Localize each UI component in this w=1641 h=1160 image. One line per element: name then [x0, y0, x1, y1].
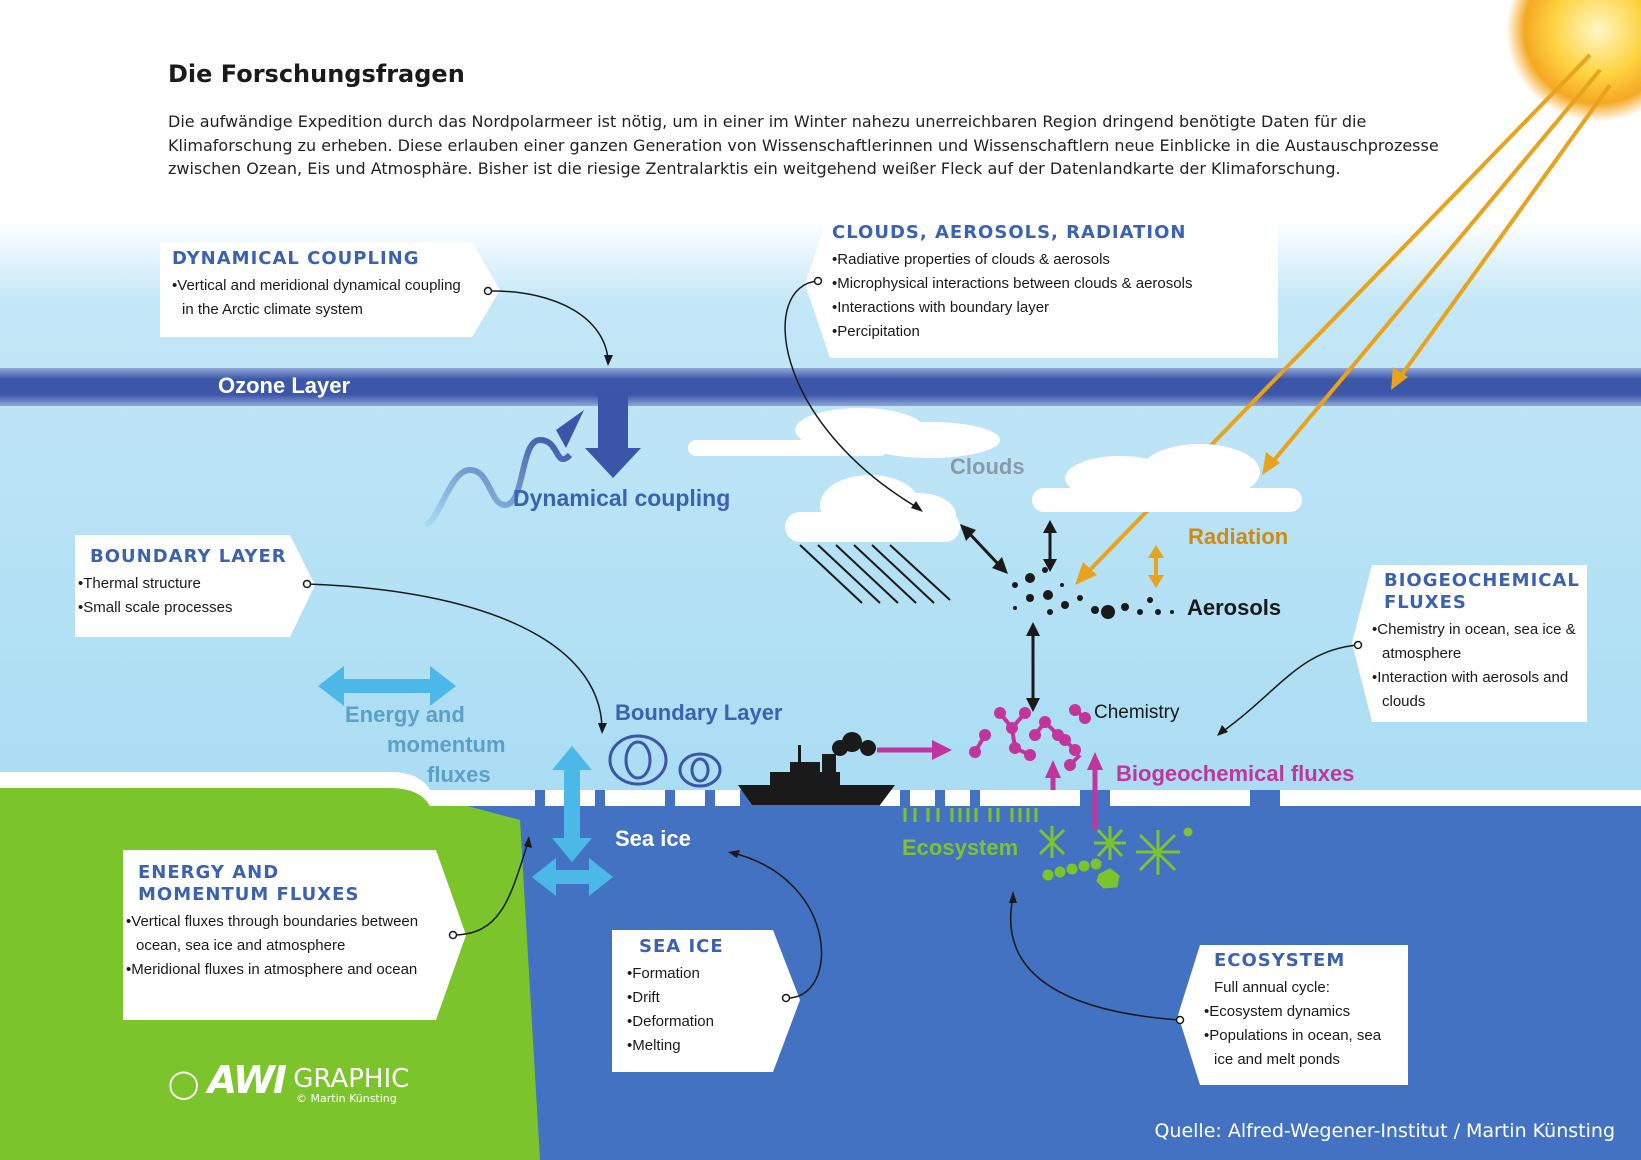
interaction-arrows [960, 520, 1057, 712]
box-title-line2: MOMENTUM FLUXES [138, 884, 360, 905]
box-title: CLOUDS, AEROSOLS, RADIATION [832, 222, 1187, 243]
wave-arrowhead [556, 410, 584, 448]
globe-icon: ◯ [168, 1067, 200, 1100]
page-title: Die Forschungsfragen [168, 60, 465, 88]
logo-word: GRAPHIC [293, 1064, 410, 1094]
box-item: Ecosystem dynamics [1204, 1000, 1404, 1024]
box-item: Formation [627, 962, 777, 986]
box-item: Deformation [627, 1010, 777, 1034]
energy-label-line2: momentum [387, 732, 506, 757]
box-item: Small scale processes [78, 596, 288, 620]
box-item: Vertical and meridional dynamical coupli… [172, 274, 472, 322]
aerosol-dots [1012, 567, 1174, 619]
eddy-icons [608, 734, 722, 788]
molecule-icons [969, 704, 1091, 771]
box-title-line1: BIOGEOCHEMICAL [1384, 570, 1580, 591]
dynamical-coupling-label: Dynamical coupling [513, 485, 731, 511]
box-item: Populations in ocean, sea ice and melt p… [1204, 1024, 1404, 1072]
box-item: Percipitation [832, 320, 1272, 344]
biogeochemical-label: Biogeochemical fluxes [1116, 761, 1355, 786]
biogeochemical-arrows [877, 740, 1103, 830]
boundary-layer-box: BOUNDARY LAYER Thermal structure Small s… [78, 546, 288, 620]
chemistry-label: Chemistry [1094, 702, 1180, 723]
ecosystem-box: ECOSYSTEM Full annual cycle: Ecosystem d… [1204, 950, 1404, 1072]
cloud-shapes [688, 408, 1302, 542]
box-item: Chemistry in ocean, sea ice & atmosphere [1372, 618, 1582, 666]
box-title: DYNAMICAL COUPLING [172, 248, 420, 269]
box-title: ECOSYSTEM [1214, 950, 1346, 971]
box-item: Vertical fluxes through boundaries betwe… [126, 910, 446, 958]
intro-paragraph: Die aufwändige Expedition durch das Nord… [168, 112, 1439, 178]
box-title-line1: ENERGY AND [138, 862, 280, 883]
box-title: BOUNDARY LAYER [90, 546, 287, 567]
connector-arrowheads [524, 355, 1228, 903]
ship-icon [738, 732, 895, 805]
ozone-layer-band [0, 368, 1641, 406]
radiation-label: Radiation [1188, 524, 1289, 549]
box-item: Interactions with boundary layer [832, 296, 1272, 320]
source-credit: Quelle: Alfred-Wegener-Institut / Martin… [1154, 1120, 1615, 1142]
awi-logo: ◯ AWI GRAPHIC © Martin Künsting [168, 1058, 409, 1105]
box-item: Drift [627, 986, 777, 1010]
sea-ice-box: SEA ICE Formation Drift Deformation Melt… [627, 936, 777, 1058]
energy-horizontal-arrow [318, 666, 456, 706]
sea-ice-label: Sea ice [615, 826, 691, 851]
clouds-label: Clouds [950, 454, 1025, 479]
connector-lines [306, 280, 1359, 1021]
ocean-horizontal-arrow [532, 858, 613, 896]
sea-ice-floes [430, 790, 1641, 806]
energy-label-line1: Energy and [345, 702, 465, 727]
box-title-line2: FLUXES [1384, 592, 1467, 613]
energy-momentum-fluxes-box: ENERGY AND MOMENTUM FLUXES Vertical flux… [126, 862, 446, 982]
box-subtitle: Full annual cycle: [1214, 979, 1330, 996]
ozone-layer-label: Ozone Layer [218, 373, 351, 398]
box-item: Thermal structure [78, 572, 288, 596]
logo-credit: © Martin Künsting [296, 1092, 397, 1105]
radiation-arrowheads [1075, 367, 1408, 585]
biogeochemical-fluxes-box: BIOGEOCHEMICAL FLUXES Chemistry in ocean… [1372, 570, 1582, 714]
dynamical-down-arrow [585, 392, 641, 478]
box-item: Radiative properties of clouds & aerosol… [832, 248, 1272, 272]
box-title: SEA ICE [639, 936, 724, 957]
boundary-layer-label: Boundary Layer [615, 700, 783, 725]
ecosystem-label: Ecosystem [902, 835, 1019, 860]
plankton-icons [1038, 826, 1193, 889]
wave-icon [423, 436, 573, 528]
energy-label-line3: fluxes [427, 762, 491, 787]
dynamical-coupling-box: DYNAMICAL COUPLING Vertical and meridion… [172, 248, 472, 322]
box-item: Melting [627, 1034, 777, 1058]
energy-vertical-arrow [552, 746, 592, 862]
rain-lines [799, 544, 951, 604]
clouds-aerosols-radiation-box: CLOUDS, AEROSOLS, RADIATION Radiative pr… [832, 222, 1272, 344]
radiation-double-arrow [1148, 545, 1164, 588]
box-item: Meridional fluxes in atmosphere and ocea… [126, 958, 446, 982]
box-item: Interaction with aerosols and clouds [1372, 666, 1582, 714]
logo-brand: AWI [207, 1058, 287, 1102]
box-item: Microphysical interactions between cloud… [832, 272, 1272, 296]
ice-algae-lines [903, 808, 1038, 822]
connector-end-circles [302, 276, 1363, 1025]
aerosols-label: Aerosols [1187, 595, 1282, 620]
